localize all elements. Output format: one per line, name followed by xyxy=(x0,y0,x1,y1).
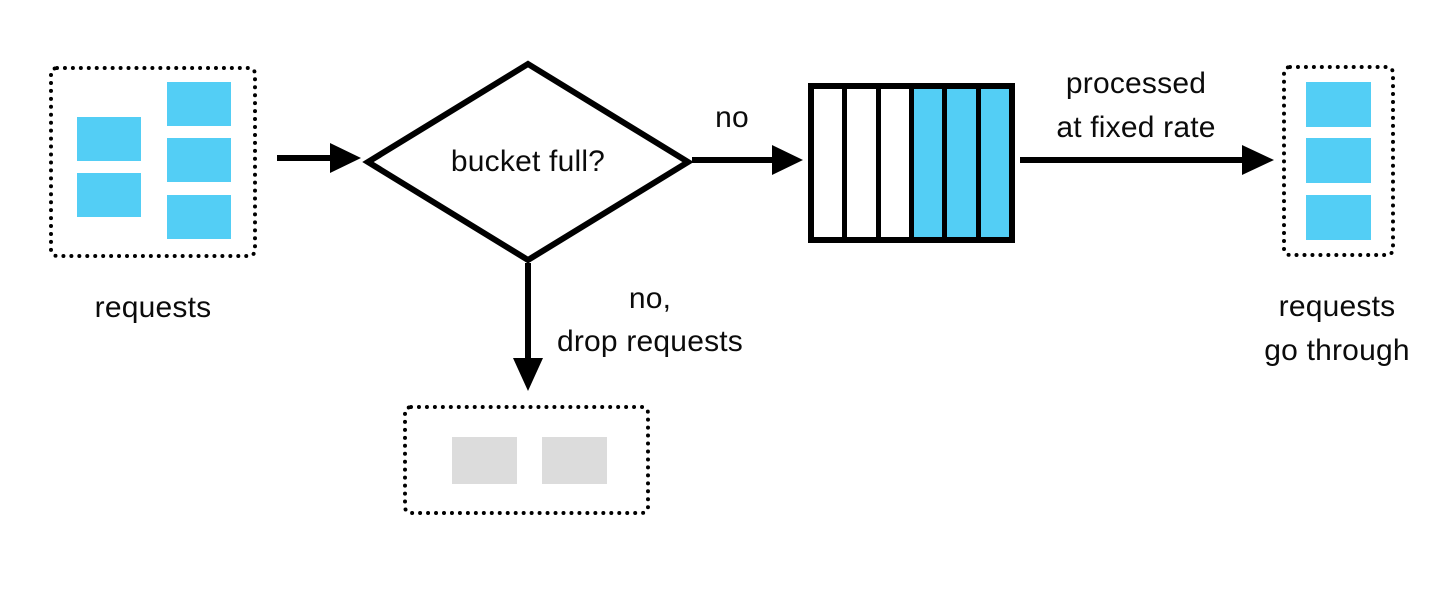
drop-label-line2: drop requests xyxy=(556,325,744,358)
bucket-cell xyxy=(947,89,976,237)
request-item xyxy=(167,138,231,182)
arrow-decision-to-drop xyxy=(513,263,543,391)
request-item xyxy=(1306,195,1371,240)
processed-rate-line2: at fixed rate xyxy=(1056,111,1216,144)
dropped-requests-box xyxy=(403,405,650,515)
bucket-cell xyxy=(814,89,843,237)
incoming-requests-box xyxy=(49,66,257,258)
bucket-cell xyxy=(847,89,876,237)
arrow-incoming-to-decision xyxy=(277,143,361,173)
decision-label: bucket full? xyxy=(450,145,606,178)
request-item xyxy=(1306,82,1371,127)
arrow-decision-to-bucket xyxy=(692,145,803,175)
bucket-cell xyxy=(880,89,909,237)
outgoing-requests-label: requests go through xyxy=(1237,285,1437,373)
arrow-bucket-to-output xyxy=(1020,145,1274,175)
request-item xyxy=(167,195,231,239)
outgoing-label-line1: requests xyxy=(1278,290,1396,323)
drop-label-line1: no, xyxy=(628,282,672,315)
processed-rate-line1: processed xyxy=(1065,67,1207,100)
no-edge-label: no xyxy=(715,101,749,134)
incoming-requests-label: requests xyxy=(94,291,212,324)
bucket-queue xyxy=(808,83,1015,243)
outgoing-requests-box xyxy=(1282,65,1395,257)
dropped-item xyxy=(452,437,517,484)
outgoing-label-line2: go through xyxy=(1264,334,1410,367)
bucket-cell xyxy=(913,89,943,237)
drop-edge-label: no, drop requests xyxy=(540,277,760,363)
processed-rate-label: processed at fixed rate xyxy=(1012,62,1260,150)
dropped-item xyxy=(542,437,607,484)
request-item xyxy=(77,117,141,161)
request-item xyxy=(167,82,231,126)
request-item xyxy=(77,173,141,217)
decision-diamond xyxy=(362,60,694,264)
bucket-cell xyxy=(980,89,1009,237)
request-item xyxy=(1306,138,1371,183)
